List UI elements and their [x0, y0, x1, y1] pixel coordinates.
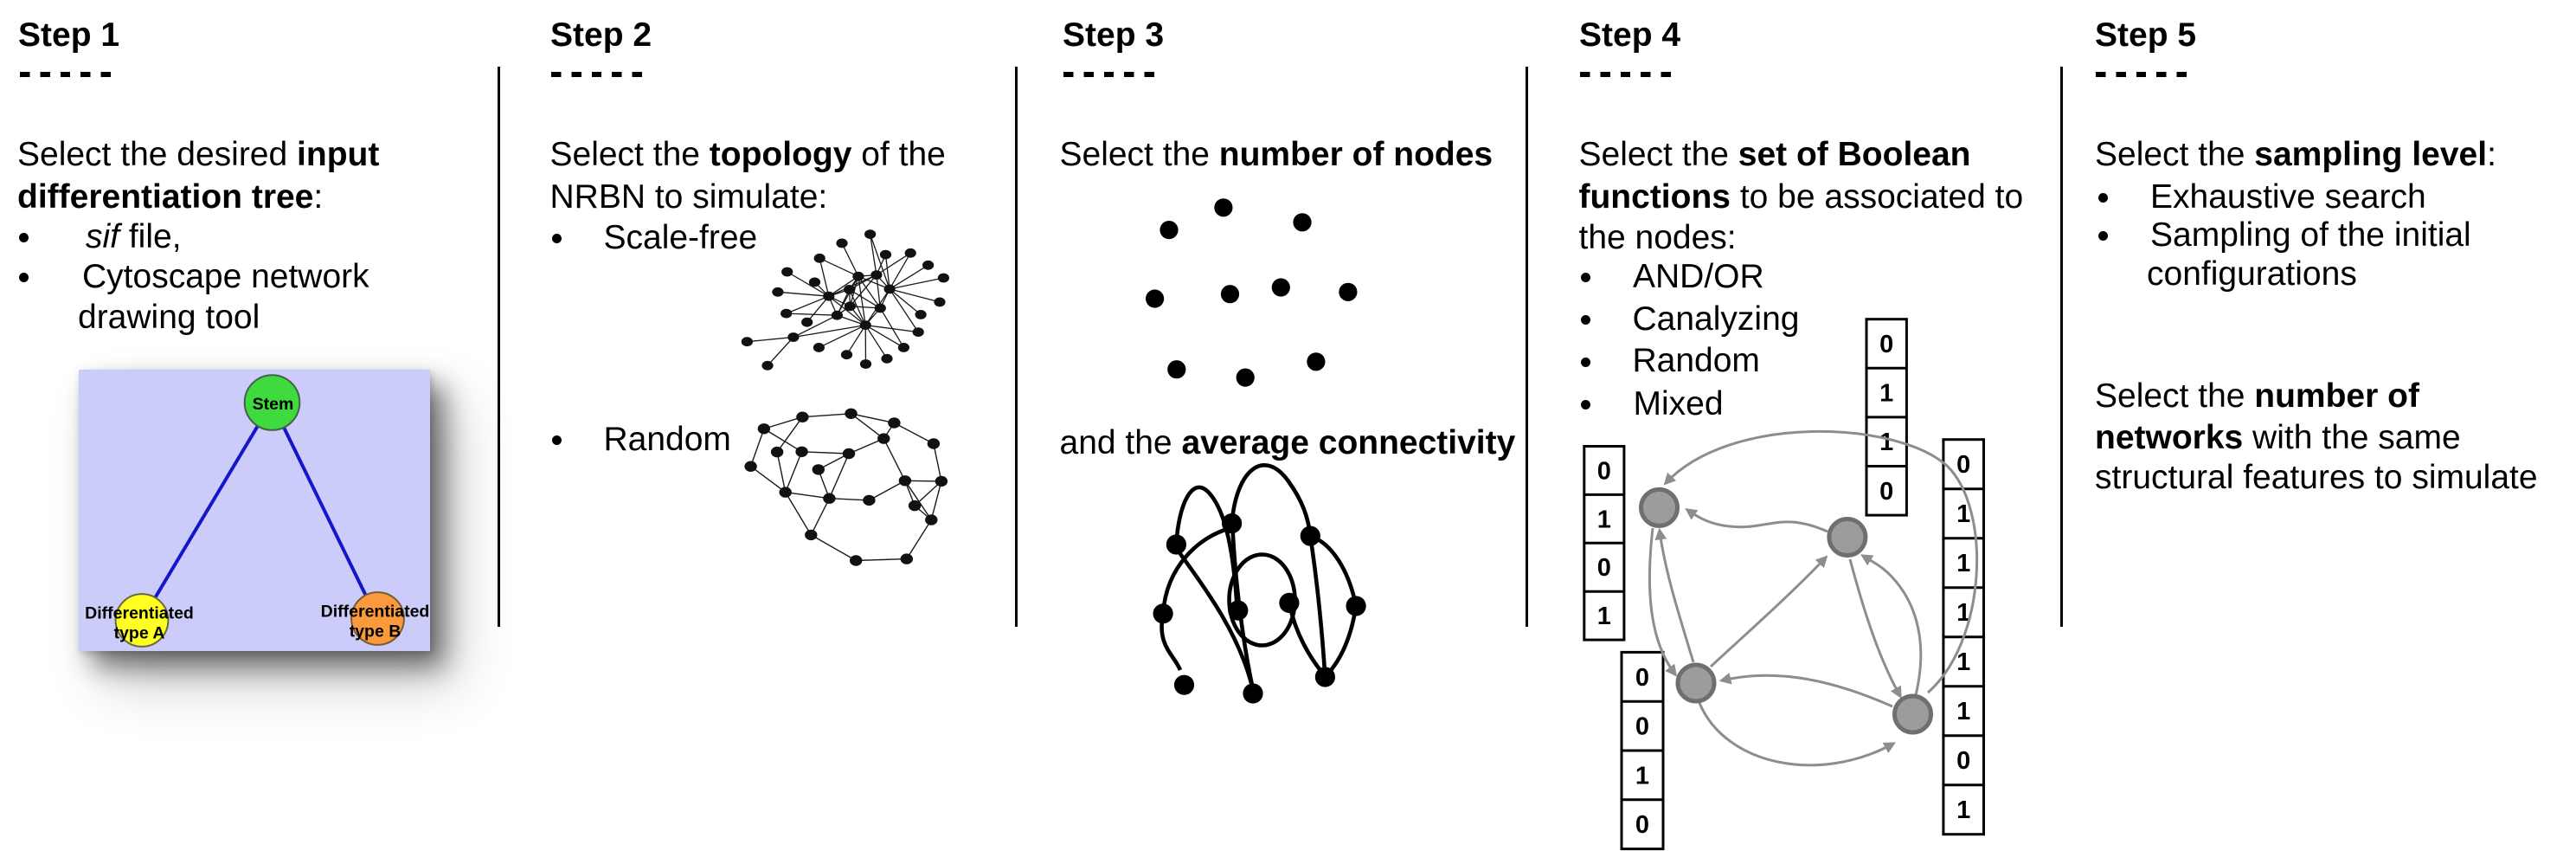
- svg-text:Stem: Stem: [253, 395, 294, 414]
- svg-text:0: 0: [1879, 331, 1893, 358]
- svg-text:0: 0: [1956, 451, 1970, 479]
- svg-text:0: 0: [1635, 811, 1649, 839]
- svg-text:1: 1: [1879, 380, 1893, 408]
- svg-text:1: 1: [1956, 599, 1970, 627]
- svg-text:1: 1: [1597, 506, 1611, 533]
- svg-text:1: 1: [1597, 603, 1611, 630]
- svg-text:1: 1: [1956, 698, 1970, 725]
- svg-text:type B: type B: [350, 622, 401, 641]
- svg-text:1: 1: [1956, 648, 1970, 676]
- svg-text:0: 0: [1635, 664, 1649, 692]
- svg-text:0: 0: [1597, 458, 1611, 486]
- svg-text:0: 0: [1635, 713, 1649, 741]
- svg-text:1: 1: [1879, 429, 1893, 456]
- svg-text:0: 0: [1956, 747, 1970, 775]
- svg-text:1: 1: [1635, 762, 1649, 790]
- svg-text:Differentiated: Differentiated: [85, 603, 194, 622]
- svg-text:1: 1: [1956, 550, 1970, 577]
- svg-text:1: 1: [1956, 796, 1970, 824]
- svg-text:Differentiated: Differentiated: [321, 602, 430, 621]
- svg-text:0: 0: [1879, 478, 1893, 506]
- svg-text:0: 0: [1597, 554, 1611, 582]
- svg-text:type A: type A: [114, 624, 165, 643]
- svg-text:1: 1: [1956, 500, 1970, 528]
